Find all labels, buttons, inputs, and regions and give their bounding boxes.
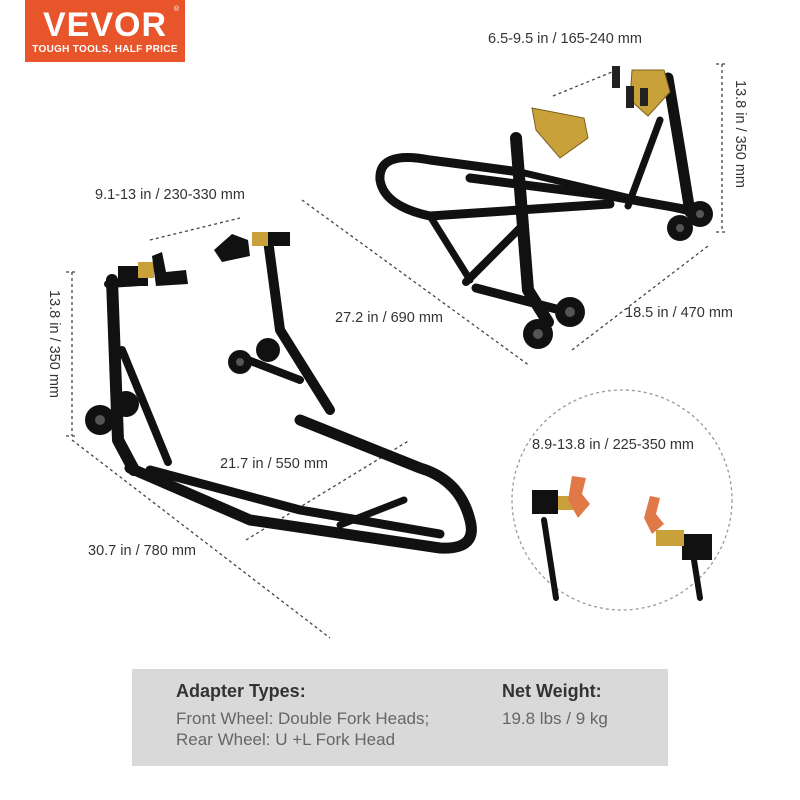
- spec-panel: Adapter Types: Front Wheel: Double Fork …: [132, 669, 668, 766]
- front-fork-adapters: [531, 66, 671, 159]
- vevor-logo: VEVOR TOUGH TOOLS, HALF PRICE ®: [25, 0, 185, 62]
- rear-stand: [104, 235, 477, 554]
- adapter-front-wheel: Front Wheel: Double Fork Heads;: [176, 709, 430, 728]
- label-rear-adapter-spacing: 9.1-13 in / 230-330 mm: [95, 187, 245, 203]
- adapter-types-heading: Adapter Types:: [176, 681, 306, 701]
- dim-line-front-adapter: [552, 71, 613, 97]
- logo-tagline: TOUGH TOOLS, HALF PRICE: [32, 44, 178, 55]
- label-rear-inner-width: 21.7 in / 550 mm: [220, 456, 328, 472]
- label-front-height: 13.8 in / 350 mm: [732, 80, 748, 188]
- label-front-width: 18.5 in / 470 mm: [625, 305, 733, 321]
- label-front-length: 27.2 in / 690 mm: [335, 310, 443, 326]
- adapter-rear-wheel: Rear Wheel: U +L Fork Head: [176, 730, 396, 749]
- rear-stand-wheels: [85, 338, 280, 435]
- label-rear-height: 13.8 in / 350 mm: [46, 290, 62, 398]
- dim-line-rear-adapter: [149, 217, 241, 241]
- dim-line-rear-length: [71, 439, 331, 639]
- net-weight-heading: Net Weight:: [502, 681, 602, 701]
- dim-line-front-length: [301, 199, 531, 367]
- front-stand: [375, 72, 696, 328]
- front-stand-wheels: [523, 201, 713, 349]
- adapter-types-block: Adapter Types: Front Wheel: Double Fork …: [176, 681, 429, 750]
- label-rear-length: 30.7 in / 780 mm: [88, 543, 196, 559]
- logo-registered-mark: ®: [173, 6, 179, 13]
- net-weight-block: Net Weight: 19.8 lbs / 9 kg: [502, 681, 608, 729]
- label-front-adapter-spacing: 6.5-9.5 in / 165-240 mm: [488, 31, 642, 47]
- detail-callout: [511, 389, 733, 611]
- dim-line-front-width: [571, 245, 709, 351]
- logo-brand: VEVOR: [42, 6, 168, 44]
- net-weight-value: 19.8 lbs / 9 kg: [502, 709, 608, 728]
- label-detail-spacing: 8.9-13.8 in / 225-350 mm: [532, 437, 695, 453]
- rear-l-fork-adapters: [118, 232, 290, 286]
